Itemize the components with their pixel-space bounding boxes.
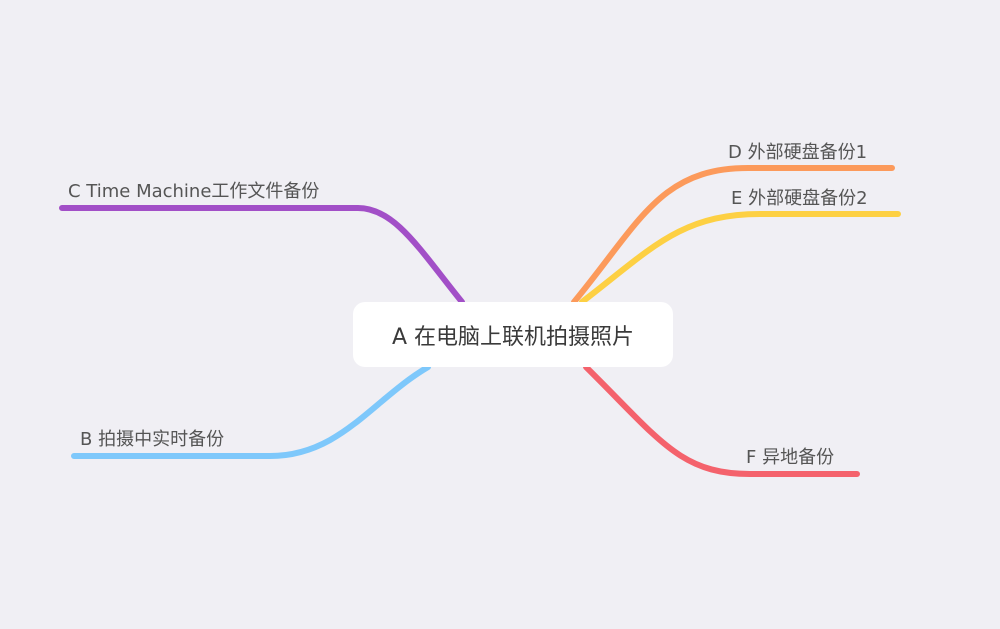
link-b xyxy=(71,364,431,459)
link-e xyxy=(579,211,901,305)
branch-topic-b[interactable]: B 拍摄中实时备份 xyxy=(80,429,225,450)
branch-topic-c[interactable]: C Time Machine工作文件备份 xyxy=(68,181,320,202)
link-d xyxy=(571,165,895,305)
central-topic[interactable]: A 在电脑上联机拍摄照片 xyxy=(353,302,673,367)
branch-topic-f[interactable]: F 异地备份 xyxy=(746,447,835,468)
branch-topic-d[interactable]: D 外部硬盘备份1 xyxy=(728,142,868,163)
link-f xyxy=(583,364,860,477)
link-c xyxy=(59,205,465,305)
branch-topic-e[interactable]: E 外部硬盘备份2 xyxy=(731,188,868,209)
central-topic-label: A 在电脑上联机拍摄照片 xyxy=(391,324,635,350)
